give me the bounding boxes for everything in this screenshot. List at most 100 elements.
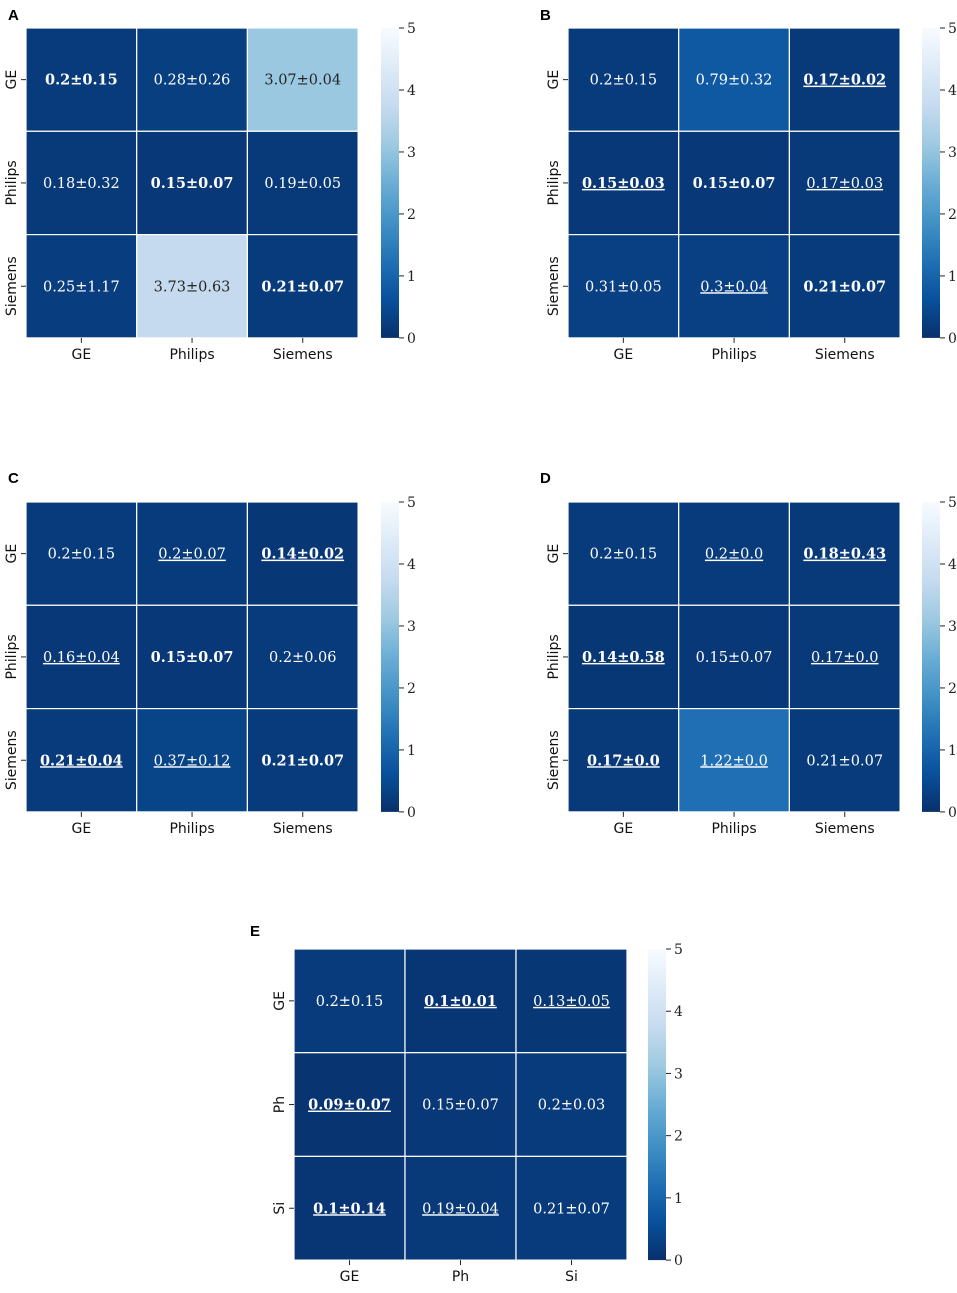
x-tick-label: Si xyxy=(565,1269,578,1285)
cell-label: 0.21±0.04 xyxy=(40,752,123,769)
x-tick-label: Siemens xyxy=(815,347,875,363)
colorbar-tick-label: 2 xyxy=(407,681,416,697)
cell-label: 0.21±0.07 xyxy=(803,278,886,295)
cell-label: 0.2±0.15 xyxy=(45,72,118,89)
heatmap-cell xyxy=(293,948,406,1054)
colorbar-tick-label: 0 xyxy=(407,331,416,347)
heatmap-cell xyxy=(788,501,901,606)
colorbar-tick-label: 5 xyxy=(674,942,683,958)
cell-label: 0.17±0.02 xyxy=(803,72,886,89)
colorbar-tick-label: 4 xyxy=(407,83,416,99)
colorbar-tick-label: 1 xyxy=(674,1191,683,1207)
x-tick-label: Philips xyxy=(169,347,214,363)
heatmap-cell xyxy=(788,27,901,132)
colorbar-tick-label: 2 xyxy=(948,207,957,223)
cell-label: 0.18±0.32 xyxy=(43,176,120,192)
y-tick-label: GE xyxy=(4,70,20,90)
y-tick-label: Philips xyxy=(4,634,20,679)
cell-label: 0.21±0.07 xyxy=(261,752,344,769)
cell-label: 0.15±0.07 xyxy=(696,650,773,666)
cell-label: 0.17±0.0 xyxy=(811,650,879,666)
heatmap-cell xyxy=(246,604,359,710)
heatmap-cell xyxy=(246,27,359,132)
cell-label: 0.15±0.07 xyxy=(693,175,776,192)
cell-label: 0.15±0.07 xyxy=(151,649,234,666)
colorbar-tick-label: 5 xyxy=(407,495,416,511)
x-tick-label: Siemens xyxy=(273,347,333,363)
colorbar-tick-label: 1 xyxy=(948,743,957,759)
panel-letter: B xyxy=(540,7,551,24)
colorbar-tick-label: 4 xyxy=(407,557,416,573)
colorbar-tick-label: 4 xyxy=(948,83,957,99)
cell-label: 0.2±0.15 xyxy=(590,547,658,563)
cell-label: 0.16±0.04 xyxy=(43,650,120,666)
colorbar-tick-label: 0 xyxy=(948,805,957,821)
cell-label: 0.28±0.26 xyxy=(154,73,231,89)
cell-label: 0.19±0.05 xyxy=(264,176,341,192)
panel-letter: C xyxy=(8,470,19,487)
heatmap-cell xyxy=(25,130,138,236)
heatmap-cell xyxy=(246,501,359,606)
heatmap-cell xyxy=(515,1155,628,1261)
cell-label: 0.21±0.07 xyxy=(533,1201,610,1217)
cell-label: 0.2±0.15 xyxy=(48,547,116,563)
colorbar-tick-label: 2 xyxy=(674,1129,683,1145)
y-tick-label: Philips xyxy=(546,634,562,679)
cell-label: 0.2±0.06 xyxy=(269,650,337,666)
colorbar-tick-label: 5 xyxy=(948,21,957,37)
heatmap-cell xyxy=(25,501,138,606)
y-tick-label: Ph xyxy=(272,1096,288,1113)
y-tick-label: GE xyxy=(4,544,20,564)
panel-letter: D xyxy=(540,470,551,487)
cell-label: 0.15±0.03 xyxy=(582,175,665,192)
cell-label: 0.37±0.12 xyxy=(154,753,231,769)
cell-label: 0.2±0.07 xyxy=(158,547,226,563)
heatmap-cell xyxy=(404,948,517,1054)
colorbar xyxy=(381,502,399,812)
y-tick-label: Siemens xyxy=(546,256,562,316)
cell-label: 0.31±0.05 xyxy=(585,279,662,295)
colorbar-tick-label: 2 xyxy=(407,207,416,223)
heatmap-cell xyxy=(136,501,248,606)
cell-label: 0.2±0.03 xyxy=(538,1098,606,1114)
y-tick-label: Si xyxy=(272,1202,288,1215)
x-tick-label: Ph xyxy=(452,1269,469,1285)
x-tick-label: Siemens xyxy=(815,821,875,837)
cell-label: 0.25±1.17 xyxy=(43,279,120,295)
x-tick-label: Philips xyxy=(169,821,214,837)
cell-label: 0.2±0.15 xyxy=(316,994,384,1010)
colorbar-tick-label: 4 xyxy=(674,1004,683,1020)
cell-label: 0.3±0.04 xyxy=(700,279,768,295)
colorbar xyxy=(381,28,399,338)
cell-label: 0.18±0.43 xyxy=(803,546,886,563)
heatmap-cell xyxy=(567,234,680,339)
heatmap-cell xyxy=(25,27,138,132)
colorbar-tick-label: 3 xyxy=(407,145,416,161)
heatmap-cell xyxy=(678,27,791,132)
y-tick-label: GE xyxy=(546,70,562,90)
colorbar-tick-label: 4 xyxy=(948,557,957,573)
heatmap-cell xyxy=(404,1155,517,1261)
heatmap-cell xyxy=(136,707,248,813)
x-tick-label: GE xyxy=(613,821,633,837)
heatmap-cell xyxy=(678,604,791,710)
colorbar-tick-label: 5 xyxy=(407,21,416,37)
cell-label: 0.13±0.05 xyxy=(533,994,610,1010)
colorbar-tick-label: 2 xyxy=(948,681,957,697)
colorbar-tick-label: 1 xyxy=(407,743,416,759)
colorbar-tick-label: 0 xyxy=(674,1253,683,1269)
cell-label: 0.1±0.01 xyxy=(424,993,497,1010)
cell-label: 3.07±0.04 xyxy=(264,73,341,89)
heatmap-cell xyxy=(678,707,791,813)
cell-label: 0.15±0.07 xyxy=(151,175,234,192)
colorbar-tick-label: 5 xyxy=(948,495,957,511)
cell-label: 0.15±0.07 xyxy=(422,1098,499,1114)
cell-label: 0.19±0.04 xyxy=(422,1201,499,1217)
colorbar-tick-label: 1 xyxy=(407,269,416,285)
colorbar-tick-label: 3 xyxy=(948,619,957,635)
x-tick-label: GE xyxy=(71,821,91,837)
